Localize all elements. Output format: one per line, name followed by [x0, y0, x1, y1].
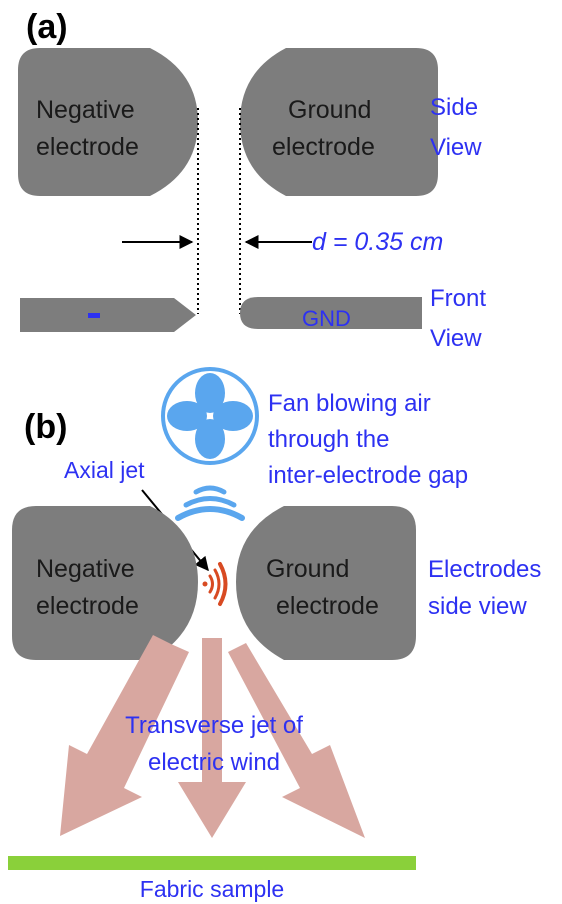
fabric-sample-label: Fabric sample [140, 876, 284, 902]
axial-jet-icon [202, 562, 228, 606]
ground-electrode-side [240, 48, 438, 196]
panel-b-label: (b) [24, 408, 67, 446]
negative-electrode-label-2: electrode [36, 133, 139, 161]
axial-jet-label: Axial jet [64, 457, 145, 483]
electrodes-side-view-1: Electrodes [428, 556, 541, 583]
ground-electrode-label-1: Ground [288, 96, 371, 124]
air-flow-waves [175, 485, 245, 521]
gnd-label: GND [302, 306, 351, 331]
ground-electrode-b [236, 506, 416, 660]
ground-electrode-front [240, 297, 422, 329]
fan-icon [161, 367, 259, 465]
negative-electrode-label-1: Negative [36, 96, 135, 124]
transverse-arrow-left [60, 635, 189, 836]
fan-text-2: through the [268, 426, 389, 453]
gap-distance-label: d = 0.35 cm [312, 228, 443, 256]
side-view-label-2: View [430, 134, 482, 161]
front-view-label-1: Front [430, 285, 486, 312]
front-view-label-2: View [430, 325, 482, 352]
ground-electrode-label-2: electrode [272, 133, 375, 161]
fan-text-1: Fan blowing air [268, 390, 431, 417]
fabric-sample-bar [8, 856, 416, 870]
ground-electrode-b-label-2: electrode [276, 592, 379, 620]
side-view-label-1: Side [430, 94, 478, 121]
negative-electrode-b [12, 506, 198, 660]
panel-a-label: (a) [26, 8, 68, 46]
transverse-label-2: electric wind [148, 749, 280, 776]
transverse-arrow-right [228, 643, 365, 838]
negative-electrode-b-label-2: electrode [36, 592, 139, 620]
negative-electrode-side [18, 48, 198, 196]
transverse-arrow-middle [178, 638, 246, 838]
minus-sign [88, 313, 100, 318]
negative-electrode-front [20, 298, 196, 332]
electrodes-side-view-2: side view [428, 593, 527, 620]
transverse-label-1: Transverse jet of [125, 712, 303, 739]
transverse-jet-arrows [60, 635, 365, 838]
negative-electrode-b-label-1: Negative [36, 555, 135, 583]
fan-text-3: inter-electrode gap [268, 462, 468, 489]
ground-electrode-b-label-1: Ground [266, 555, 349, 583]
